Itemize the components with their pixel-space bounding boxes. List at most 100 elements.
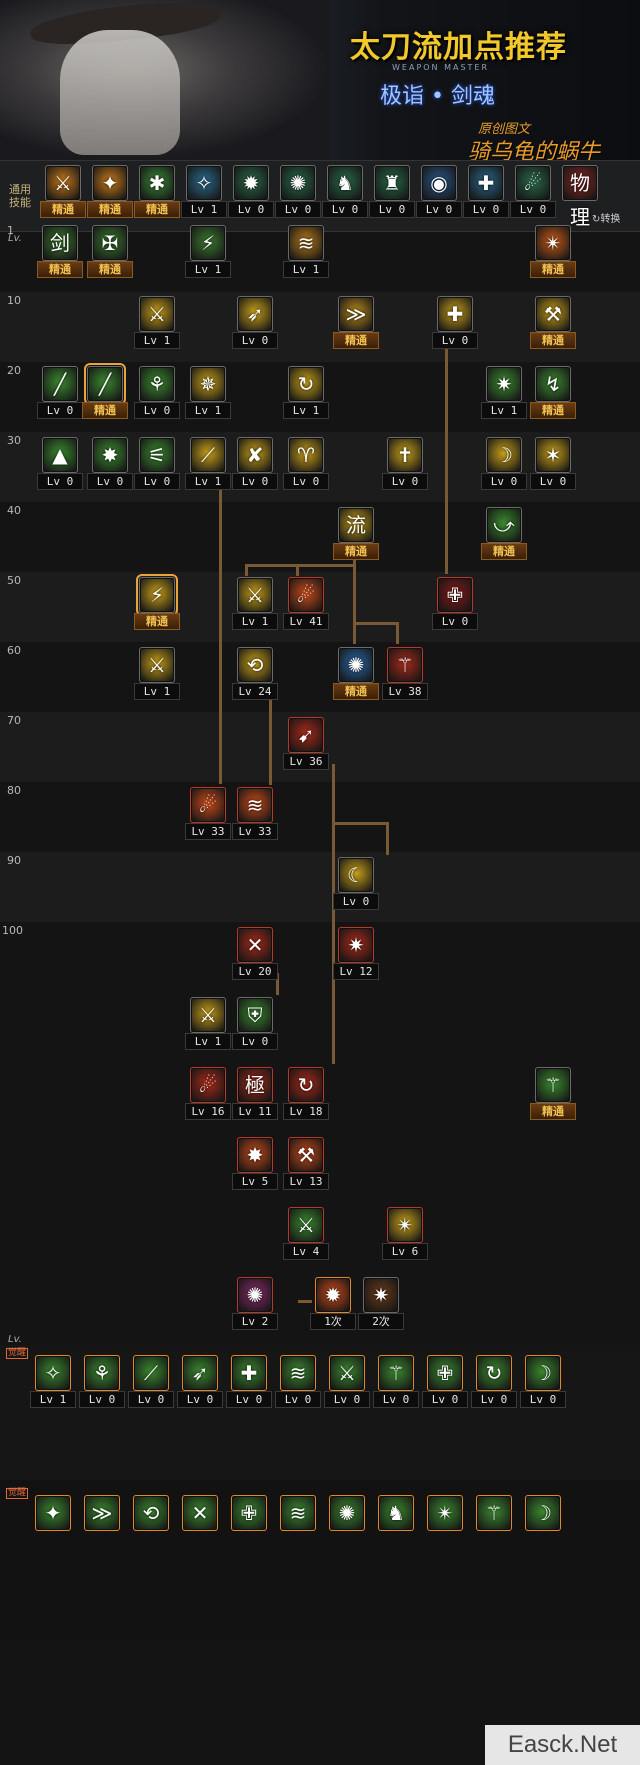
awaken-skill-0-2[interactable]: ⟋Lv 0 <box>128 1355 174 1415</box>
general-skill-8[interactable]: ◉Lv 0 <box>416 165 462 225</box>
tree-skill-34[interactable]: ✺精通 <box>333 647 379 707</box>
awaken-skill-1-9[interactable]: ⚚ <box>471 1495 515 1555</box>
general-skill-5[interactable]: ✺Lv 0 <box>275 165 321 225</box>
general-skill-6[interactable]: ♞Lv 0 <box>322 165 368 225</box>
skill-glyph: ✸ <box>101 443 119 467</box>
tree-skill-20[interactable]: ⟋Lv 1 <box>185 437 231 497</box>
general-skill-2[interactable]: ✱精通 <box>134 165 180 225</box>
tree-skill-16[interactable]: ↯精通 <box>530 366 576 426</box>
skill-icon: ✴ <box>535 225 571 261</box>
awaken-skill-1-6[interactable]: ✺ <box>324 1495 368 1555</box>
tree-skill-17[interactable]: ▲Lv 0 <box>37 437 83 497</box>
tree-skill-49[interactable]: ⚒Lv 13 <box>283 1137 329 1197</box>
tree-skill-36[interactable]: ➹Lv 36 <box>283 717 329 777</box>
awaken-skill-0-9[interactable]: ↻Lv 0 <box>471 1355 517 1415</box>
tree-skill-52[interactable]: ✺Lv 2 <box>232 1277 278 1337</box>
tree-skill-31[interactable]: ✙Lv 0 <box>432 577 478 637</box>
tree-skill-54[interactable]: ✷2次 <box>358 1277 404 1337</box>
tree-skill-43[interactable]: ⛨Lv 0 <box>232 997 278 1057</box>
tree-skill-8[interactable]: ✚Lv 0 <box>432 296 478 356</box>
tree-skill-4[interactable]: ✴精通 <box>530 225 576 285</box>
tree-skill-3[interactable]: ≋Lv 1 <box>283 225 329 285</box>
skill-glyph: ╱ <box>98 372 112 396</box>
tree-skill-13[interactable]: ✵Lv 1 <box>185 366 231 426</box>
awaken-skill-1-10[interactable]: ☽ <box>520 1495 564 1555</box>
tree-skill-7[interactable]: ≫精通 <box>333 296 379 356</box>
skill-level-label: Lv 24 <box>232 683 278 700</box>
awaken-skill-0-0[interactable]: ✧Lv 1 <box>30 1355 76 1415</box>
awaken-skill-0-4[interactable]: ✚Lv 0 <box>226 1355 272 1415</box>
skill-glyph: ↻ <box>297 372 315 396</box>
tree-skill-19[interactable]: ⚟Lv 0 <box>134 437 180 497</box>
tree-skill-44[interactable]: ☄Lv 16 <box>185 1067 231 1127</box>
tree-skill-51[interactable]: ✴Lv 6 <box>382 1207 428 1267</box>
tree-skill-50[interactable]: ⚔Lv 4 <box>283 1207 329 1267</box>
tree-skill-0[interactable]: 剑精通 <box>37 225 83 285</box>
tree-skill-28[interactable]: ⚡精通 <box>134 574 180 637</box>
general-skill-7[interactable]: ♜Lv 0 <box>369 165 415 225</box>
awaken-skill-1-8[interactable]: ✴ <box>422 1495 466 1555</box>
tree-skill-18[interactable]: ✸Lv 0 <box>87 437 133 497</box>
skill-icon: ⟋ <box>190 437 226 473</box>
tree-skill-21[interactable]: ✘Lv 0 <box>232 437 278 497</box>
awaken-skill-0-1[interactable]: ⚘Lv 0 <box>79 1355 125 1415</box>
awaken-skill-1-0[interactable]: ✦ <box>30 1495 74 1555</box>
tree-skill-33[interactable]: ⟲Lv 24 <box>232 647 278 707</box>
tree-skill-46[interactable]: ↻Lv 18 <box>283 1067 329 1127</box>
general-skill-10[interactable]: ☄Lv 0 <box>510 165 556 225</box>
tree-skill-30[interactable]: ☄Lv 41 <box>283 577 329 637</box>
awaken-skill-0-6[interactable]: ⚔Lv 0 <box>324 1355 370 1415</box>
tree-skill-25[interactable]: ✶Lv 0 <box>530 437 576 497</box>
awaken-skill-1-5[interactable]: ≋ <box>275 1495 319 1555</box>
tree-skill-35[interactable]: ⚚Lv 38 <box>382 647 428 707</box>
tree-skill-26[interactable]: 流精通 <box>333 507 379 567</box>
awaken-skill-0-7[interactable]: ⚚Lv 0 <box>373 1355 419 1415</box>
class-subtitle: 极诣 • 剑魂 <box>380 84 495 109</box>
awaken-skill-0-3[interactable]: ➶Lv 0 <box>177 1355 223 1415</box>
tree-skill-27[interactable]: ⤻精通 <box>481 507 527 567</box>
tree-skill-10[interactable]: ╱Lv 0 <box>37 366 83 426</box>
awaken-skill-1-4[interactable]: ✙ <box>226 1495 270 1555</box>
tree-skill-29[interactable]: ⚔Lv 1 <box>232 577 278 637</box>
awaken-skill-0-10[interactable]: ☽Lv 0 <box>520 1355 566 1415</box>
tree-skill-1[interactable]: ✠精通 <box>87 225 133 285</box>
tree-skill-5[interactable]: ⚔Lv 1 <box>134 296 180 356</box>
swap-button[interactable]: ↻转换 <box>592 214 621 225</box>
tree-skill-42[interactable]: ⚔Lv 1 <box>185 997 231 1057</box>
tree-skill-14[interactable]: ↻Lv 1 <box>283 366 329 426</box>
tree-skill-37[interactable]: ☄Lv 33 <box>185 787 231 847</box>
general-skill-0[interactable]: ⚔精通 <box>40 165 86 225</box>
tree-skill-53[interactable]: ✹1次 <box>310 1277 356 1337</box>
skill-glyph: ✵ <box>199 372 217 396</box>
tree-skill-47[interactable]: ⚚精通 <box>530 1067 576 1127</box>
tree-skill-48[interactable]: ✸Lv 5 <box>232 1137 278 1197</box>
general-skill-1[interactable]: ✦精通 <box>87 165 133 225</box>
awaken-skill-0-8[interactable]: ✙Lv 0 <box>422 1355 468 1415</box>
tree-skill-40[interactable]: ✕Lv 20 <box>232 927 278 987</box>
tree-skill-41[interactable]: ✷Lv 12 <box>333 927 379 987</box>
awaken-skill-1-2[interactable]: ⟲ <box>128 1495 172 1555</box>
tree-skill-6[interactable]: ➶Lv 0 <box>232 296 278 356</box>
awaken-skill-1-7[interactable]: ♞ <box>373 1495 417 1555</box>
tree-skill-11[interactable]: ╱精通 <box>82 363 128 426</box>
tree-skill-2[interactable]: ⚡Lv 1 <box>185 225 231 285</box>
tree-skill-32[interactable]: ⚔Lv 1 <box>134 647 180 707</box>
tree-skill-12[interactable]: ⚘Lv 0 <box>134 366 180 426</box>
awaken-skill-1-3[interactable]: ✕ <box>177 1495 221 1555</box>
tree-skill-39[interactable]: ☾Lv 0 <box>333 857 379 917</box>
awaken-skill-1-1[interactable]: ≫ <box>79 1495 123 1555</box>
tree-skill-15[interactable]: ✷Lv 1 <box>481 366 527 426</box>
tree-skill-22[interactable]: ♈Lv 0 <box>283 437 329 497</box>
general-skill-3[interactable]: ✧Lv 1 <box>181 165 227 225</box>
general-skill-4[interactable]: ✹Lv 0 <box>228 165 274 225</box>
skill-level-label: Lv 2 <box>232 1313 278 1330</box>
tree-skill-23[interactable]: ✝Lv 0 <box>382 437 428 497</box>
tree-skill-24[interactable]: ☽Lv 0 <box>481 437 527 497</box>
skill-icon: ✙ <box>437 577 473 613</box>
awaken-skill-0-5[interactable]: ≋Lv 0 <box>275 1355 321 1415</box>
general-skill-9[interactable]: ✚Lv 0 <box>463 165 509 225</box>
general-skill-11[interactable]: 物理 <box>557 165 601 229</box>
tree-skill-9[interactable]: ⚒精通 <box>530 296 576 356</box>
tree-skill-38[interactable]: ≋Lv 33 <box>232 787 278 847</box>
